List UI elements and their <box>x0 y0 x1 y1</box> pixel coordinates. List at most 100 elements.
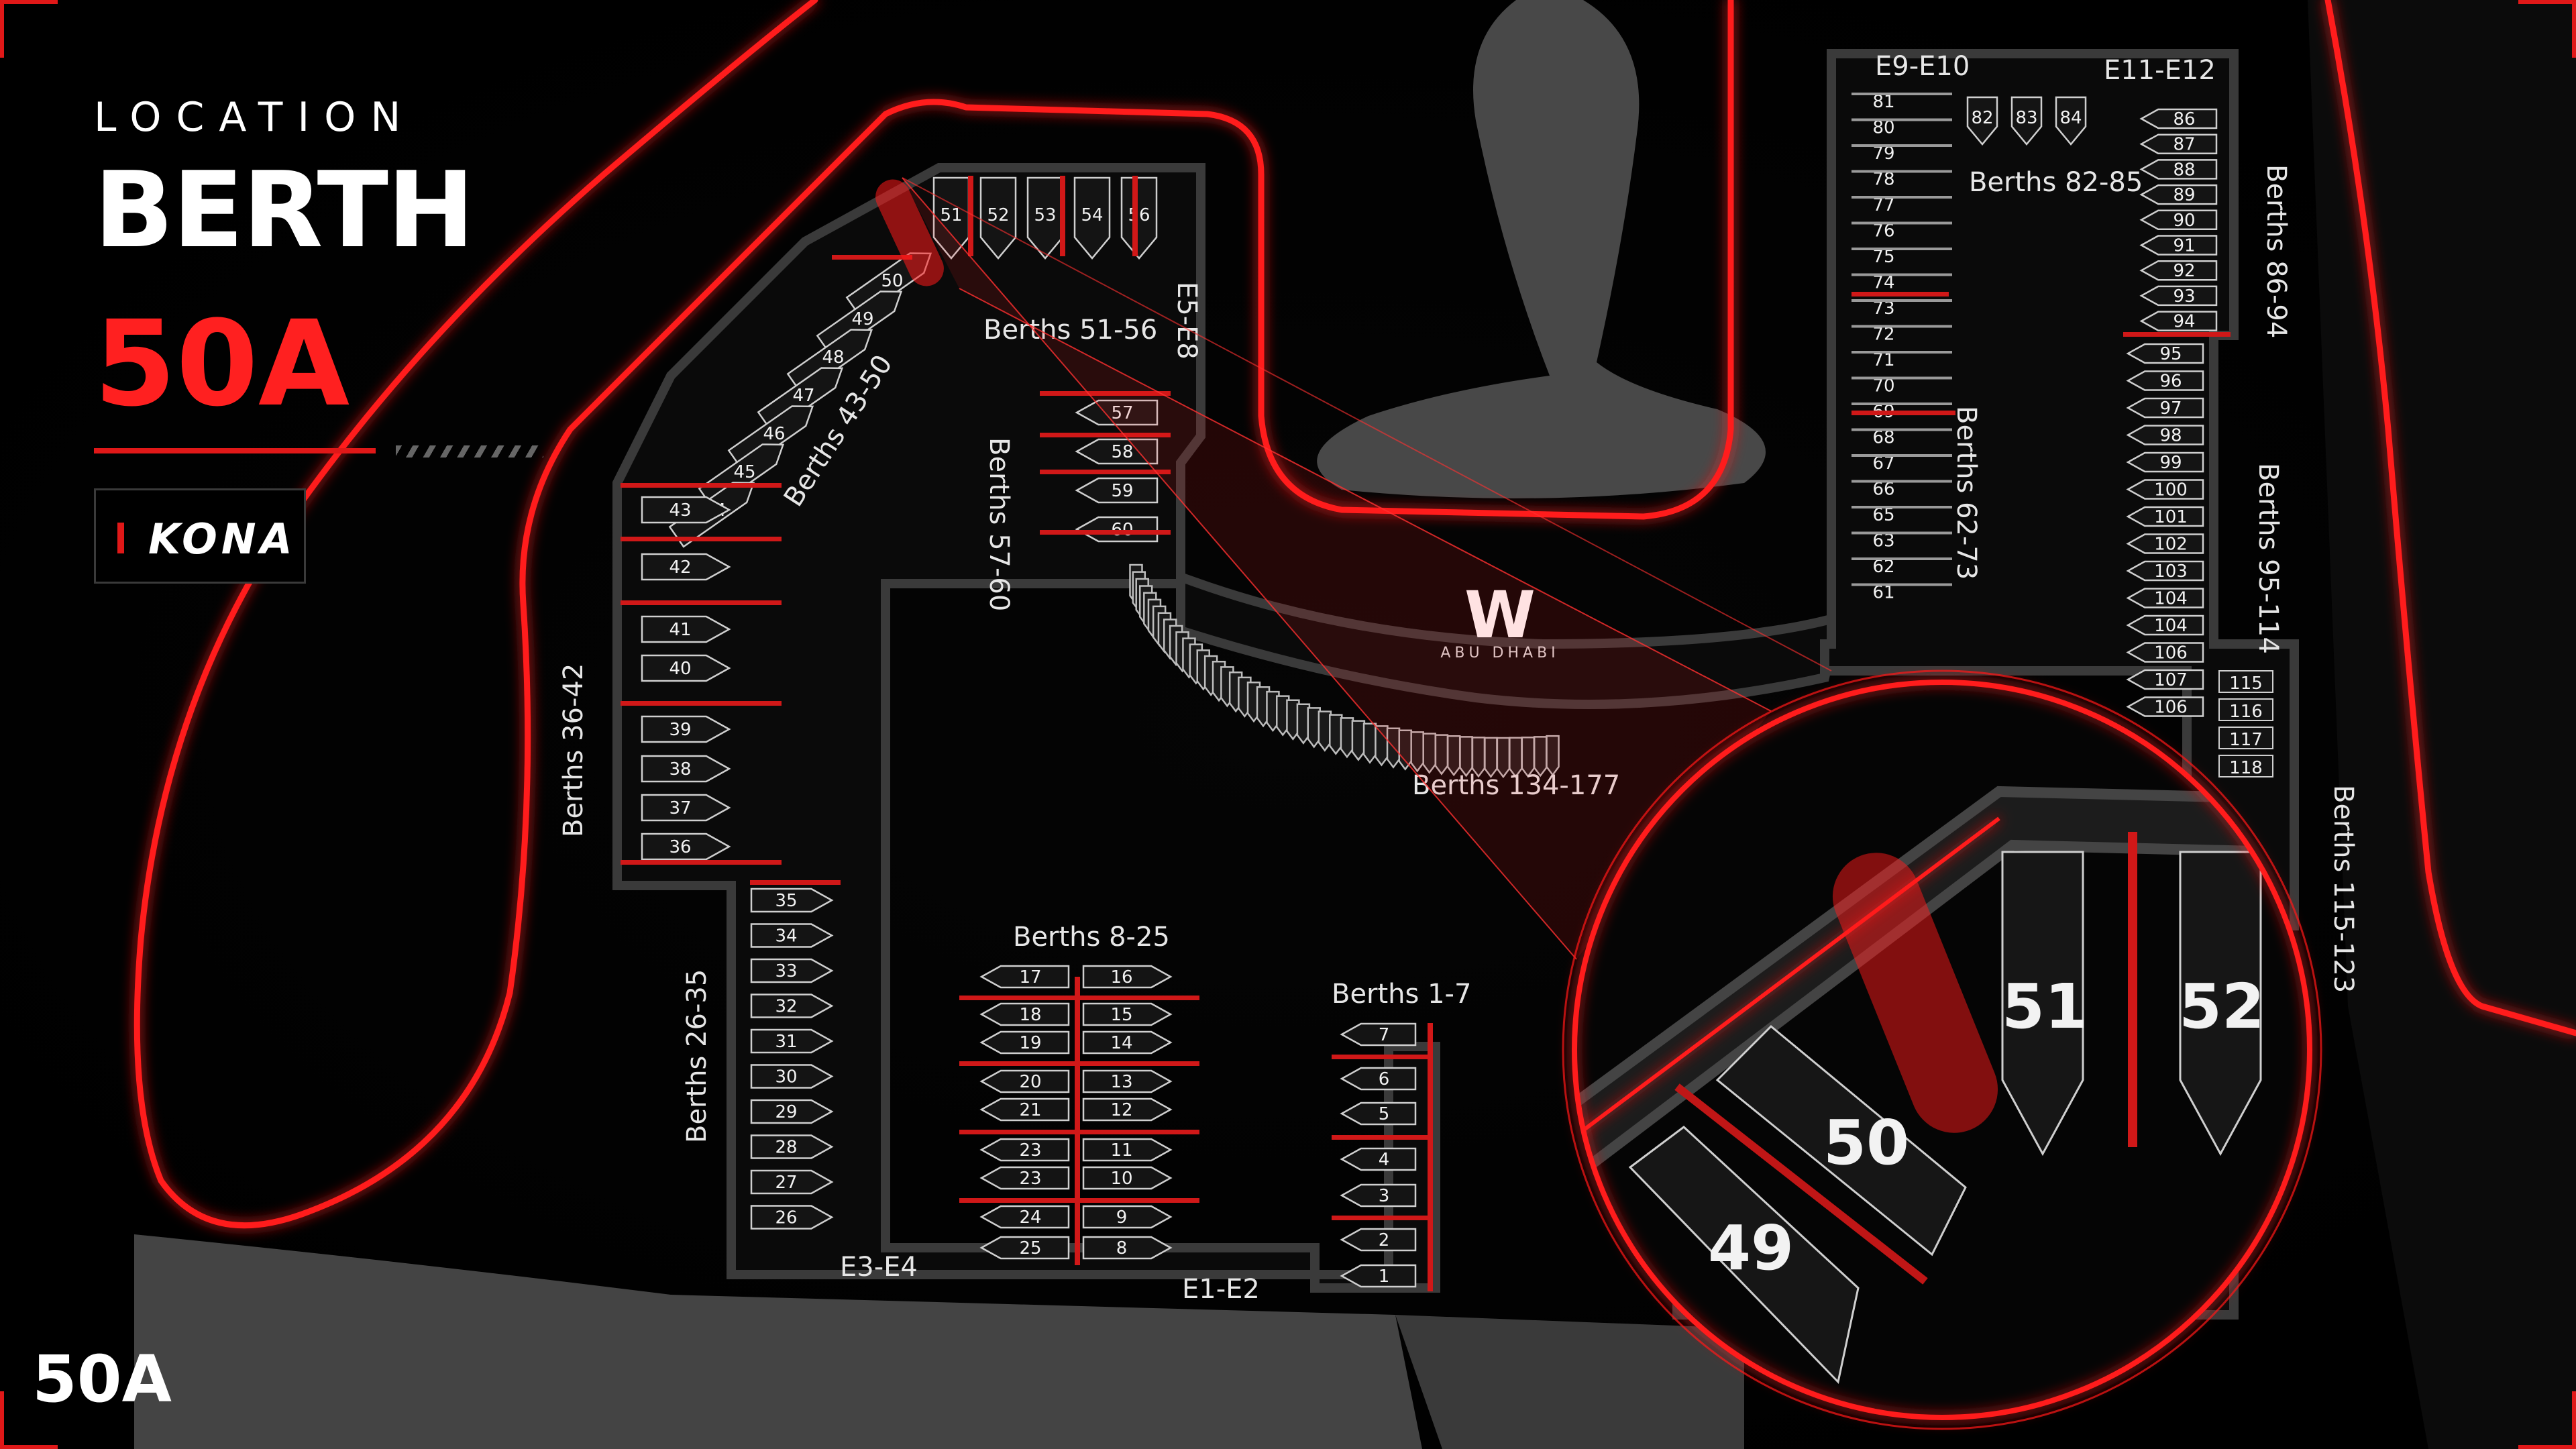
berth-mid-right-8[interactable]: 8 <box>1082 1236 1173 1260</box>
berth-east-top-0[interactable]: 82 <box>1966 96 1998 146</box>
arc-berth[interactable] <box>1410 731 1424 773</box>
arc-berth[interactable] <box>1471 737 1486 778</box>
berth-right-small-0[interactable]: 7 <box>1340 1022 1417 1046</box>
berth-left-6[interactable]: 37 <box>641 794 731 822</box>
berth-left-2[interactable]: 41 <box>641 615 731 643</box>
berth-east-right-a-0[interactable]: 86 <box>2139 108 2218 129</box>
berth-east-right-b-7[interactable]: 102 <box>2126 533 2204 555</box>
berth-east-far-2[interactable]: 117 <box>2229 730 2263 750</box>
arc-berth[interactable] <box>1329 714 1343 755</box>
arc-berth[interactable] <box>1362 722 1377 764</box>
berth-east-right-b-2[interactable]: 97 <box>2126 397 2204 419</box>
berth-mid-left-2[interactable]: 19 <box>979 1030 1070 1055</box>
arc-berth[interactable] <box>1434 734 1449 775</box>
berth-lower-left-0[interactable]: 35 <box>750 888 834 913</box>
berth-mid-left-7[interactable]: 24 <box>979 1205 1070 1229</box>
berth-mid-right-4[interactable]: 12 <box>1082 1097 1173 1122</box>
berth-east-right-a-2[interactable]: 88 <box>2139 159 2218 180</box>
berth-east-right-b-6[interactable]: 101 <box>2126 506 2204 527</box>
berth-left-4[interactable]: 39 <box>641 715 731 743</box>
arc-berth[interactable] <box>1446 735 1461 777</box>
berth-mid-right-0[interactable]: 16 <box>1082 965 1173 989</box>
berth-pier57-0[interactable]: 57 <box>1075 399 1159 426</box>
berth-lower-left-9[interactable]: 26 <box>750 1205 834 1230</box>
berth-east-right-a-6[interactable]: 92 <box>2139 260 2218 281</box>
berth-mid-right-7[interactable]: 9 <box>1082 1205 1173 1229</box>
arc-berth[interactable] <box>1296 703 1311 745</box>
arc-berth[interactable] <box>1484 737 1498 778</box>
berth-mid-left-6[interactable]: 23 <box>979 1166 1070 1190</box>
berth-east-far-0[interactable]: 115 <box>2229 674 2263 694</box>
arc-berth[interactable] <box>1286 699 1300 741</box>
berth-mid-right-2[interactable]: 14 <box>1082 1030 1173 1055</box>
berth-lower-left-5[interactable]: 30 <box>750 1064 834 1089</box>
berth-lower-left-2[interactable]: 33 <box>750 958 834 983</box>
berth-mid-right-1[interactable]: 15 <box>1082 1002 1173 1026</box>
berth-east-right-b-8[interactable]: 103 <box>2126 560 2204 582</box>
arc-berth[interactable] <box>1546 735 1560 777</box>
berth-east-right-a-1[interactable]: 87 <box>2139 133 2218 155</box>
berth-lower-left-8[interactable]: 27 <box>750 1169 834 1195</box>
berth-east-top-1[interactable]: 83 <box>2010 96 2043 146</box>
berth-left-0[interactable]: 43 <box>641 496 731 524</box>
berth-mid-left-0[interactable]: 17 <box>979 965 1070 989</box>
berth-east-right-a-3[interactable]: 89 <box>2139 184 2218 205</box>
berth-east-right-a-8[interactable]: 94 <box>2139 311 2218 332</box>
berth-top-2[interactable]: 53 <box>1026 176 1064 260</box>
berth-left-5[interactable]: 38 <box>641 755 731 783</box>
arc-berth[interactable] <box>1276 695 1290 737</box>
arc-berth[interactable] <box>1422 733 1436 774</box>
berth-east-right-b-13[interactable]: 106 <box>2126 696 2204 718</box>
berth-right-small-6[interactable]: 1 <box>1340 1264 1417 1288</box>
arc-berth[interactable] <box>1351 720 1366 761</box>
arc-berth[interactable] <box>1307 707 1321 749</box>
arc-berth[interactable] <box>1509 737 1523 778</box>
arc-berth[interactable] <box>1521 737 1536 778</box>
berth-lower-left-1[interactable]: 34 <box>750 923 834 948</box>
berth-mid-right-5[interactable]: 11 <box>1082 1138 1173 1162</box>
berth-right-small-1[interactable]: 6 <box>1340 1067 1417 1091</box>
berth-east-right-a-5[interactable]: 91 <box>2139 235 2218 256</box>
berth-east-right-b-10[interactable]: 104 <box>2126 614 2204 636</box>
berth-top-1[interactable]: 52 <box>979 176 1017 260</box>
berth-pier57-1[interactable]: 58 <box>1075 438 1159 465</box>
berth-east-right-b-1[interactable]: 96 <box>2126 370 2204 392</box>
berth-east-right-b-5[interactable]: 100 <box>2126 479 2204 500</box>
berth-east-right-b-3[interactable]: 98 <box>2126 425 2204 446</box>
berth-top-4[interactable]: 56 <box>1120 176 1158 260</box>
berth-right-small-3[interactable]: 4 <box>1340 1147 1417 1171</box>
berth-lower-left-7[interactable]: 28 <box>750 1134 834 1159</box>
berth-right-small-4[interactable]: 3 <box>1340 1183 1417 1208</box>
arc-berth[interactable] <box>1266 690 1280 733</box>
berth-lower-left-4[interactable]: 31 <box>750 1028 834 1054</box>
berth-east-far-3[interactable]: 118 <box>2229 758 2263 778</box>
berth-right-small-5[interactable]: 2 <box>1340 1228 1417 1252</box>
berth-mid-left-3[interactable]: 20 <box>979 1069 1070 1093</box>
arc-berth[interactable] <box>1318 710 1332 752</box>
berth-east-right-a-7[interactable]: 93 <box>2139 285 2218 307</box>
berth-east-right-b-11[interactable]: 106 <box>2126 642 2204 663</box>
berth-mid-right-3[interactable]: 13 <box>1082 1069 1173 1093</box>
berth-mid-right-6[interactable]: 10 <box>1082 1166 1173 1190</box>
berth-east-right-a-4[interactable]: 90 <box>2139 209 2218 231</box>
berth-east-right-b-12[interactable]: 107 <box>2126 669 2204 690</box>
arc-berth[interactable] <box>1533 736 1548 777</box>
berth-left-1[interactable]: 42 <box>641 553 731 581</box>
berth-east-right-b-0[interactable]: 95 <box>2126 343 2204 364</box>
berth-left-3[interactable]: 40 <box>641 654 731 682</box>
berth-mid-left-5[interactable]: 23 <box>979 1138 1070 1162</box>
berth-right-small-2[interactable]: 5 <box>1340 1102 1417 1126</box>
berth-east-right-b-4[interactable]: 99 <box>2126 451 2204 473</box>
berth-mid-left-4[interactable]: 21 <box>979 1097 1070 1122</box>
berth-mid-left-8[interactable]: 25 <box>979 1236 1070 1260</box>
arc-berth[interactable] <box>1340 717 1354 759</box>
berth-left-7[interactable]: 36 <box>641 833 731 861</box>
berth-lower-left-3[interactable]: 32 <box>750 994 834 1018</box>
arc-berth[interactable] <box>1459 736 1473 777</box>
berth-top-0[interactable]: 51 <box>932 176 970 260</box>
berth-east-top-2[interactable]: 84 <box>2055 96 2087 146</box>
berth-east-right-b-9[interactable]: 104 <box>2126 588 2204 609</box>
berth-top-3[interactable]: 54 <box>1073 176 1111 260</box>
arc-berth[interactable] <box>1496 737 1511 779</box>
berth-east-far-1[interactable]: 116 <box>2229 702 2263 722</box>
